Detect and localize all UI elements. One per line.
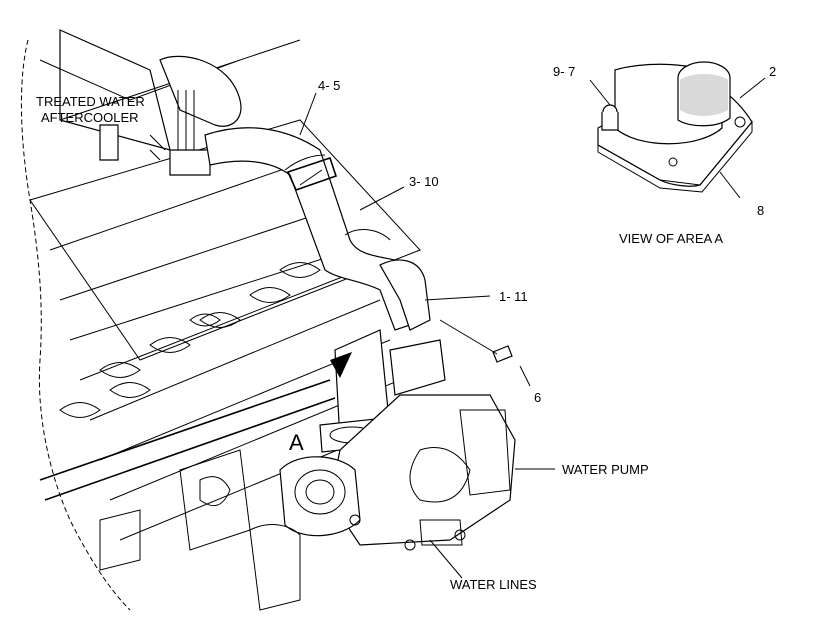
leader-lines	[299, 77, 766, 579]
water-pipe	[204, 127, 431, 453]
aftercooler-label: AFTERCOOLER	[41, 110, 139, 125]
part-2-label: 2	[769, 64, 776, 79]
area-a-marker: A	[289, 430, 304, 455]
cylinder-bosses	[59, 262, 321, 418]
treated-water-label: TREATED WATER	[36, 94, 145, 109]
water-pump-label: WATER PUMP	[562, 462, 649, 477]
part-8-label: 8	[757, 203, 764, 218]
water-pump	[249, 339, 516, 611]
part-3-10-label: 3- 10	[409, 174, 439, 189]
part-6-label: 6	[534, 390, 541, 405]
part-1-11-label: 1- 11	[499, 289, 528, 304]
area-a-detail	[597, 61, 753, 193]
bolt-part-6	[439, 319, 513, 363]
part-4-5-label: 4- 5	[318, 78, 340, 93]
view-of-area-a-label: VIEW OF AREA A	[619, 231, 723, 246]
water-lines-label: WATER LINES	[450, 577, 537, 592]
aftercooler-assembly	[99, 55, 242, 176]
part-9-7-label: 9- 7	[553, 64, 575, 79]
